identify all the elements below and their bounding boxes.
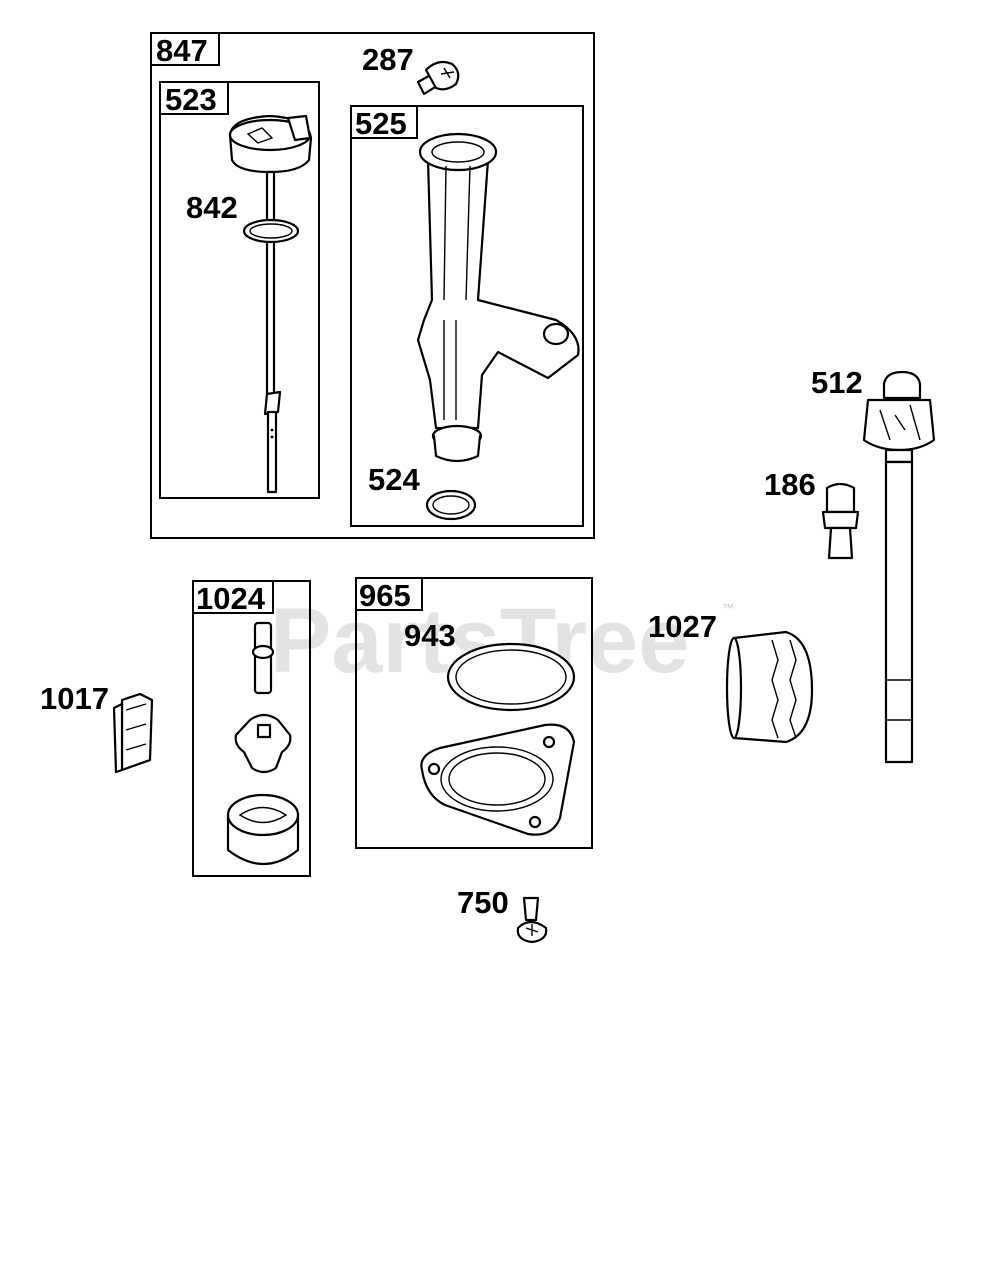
screw-750-part[interactable] <box>516 896 548 944</box>
dipstick-tube-part[interactable] <box>416 132 580 463</box>
filter-adapter-plate-part[interactable] <box>420 723 576 836</box>
label-524[interactable]: 524 <box>368 462 420 497</box>
screw-287-part[interactable] <box>416 60 460 96</box>
outer-rotor-part[interactable] <box>226 793 300 866</box>
label-525[interactable]: 525 <box>355 106 407 141</box>
kit-523-box <box>159 81 320 499</box>
kit-965-box <box>355 577 593 849</box>
gasket-ring-943-part[interactable] <box>446 642 576 712</box>
watermark-trademark: ™ <box>722 601 734 615</box>
label-750[interactable]: 750 <box>457 885 509 920</box>
inner-rotor-part[interactable] <box>234 713 292 774</box>
kit-965-tag <box>355 577 423 611</box>
label-943[interactable]: 943 <box>404 618 456 653</box>
o-ring-524-part[interactable] <box>425 489 477 521</box>
label-1027[interactable]: 1027 <box>648 609 717 644</box>
label-523[interactable]: 523 <box>165 82 217 117</box>
label-965[interactable]: 965 <box>359 578 411 613</box>
dipstick-part[interactable] <box>228 114 313 494</box>
kit-525-tag <box>350 105 418 139</box>
oil-filter-1027-part[interactable] <box>725 630 814 744</box>
filter-element-1017-part[interactable] <box>112 692 154 774</box>
pump-shaft-part[interactable] <box>251 621 275 695</box>
gasket-ring-943-inner <box>455 649 567 705</box>
kit-525-box <box>350 105 584 527</box>
pipe-512-part[interactable] <box>862 370 936 764</box>
kit-847-box <box>150 32 595 539</box>
label-186[interactable]: 186 <box>764 467 816 502</box>
kit-1024-tag <box>192 580 274 614</box>
o-ring-524-inner <box>432 495 470 515</box>
kit-847-tag <box>150 32 220 66</box>
fitting-186-part[interactable] <box>821 482 860 560</box>
label-842[interactable]: 842 <box>186 190 238 225</box>
label-1024[interactable]: 1024 <box>196 581 266 616</box>
label-847[interactable]: 847 <box>156 33 208 68</box>
label-1017[interactable]: 1017 <box>40 681 109 716</box>
label-287[interactable]: 287 <box>362 42 414 77</box>
label-512[interactable]: 512 <box>811 365 863 400</box>
o-ring-842-inner <box>249 223 293 239</box>
kit-523-tag <box>159 81 229 115</box>
